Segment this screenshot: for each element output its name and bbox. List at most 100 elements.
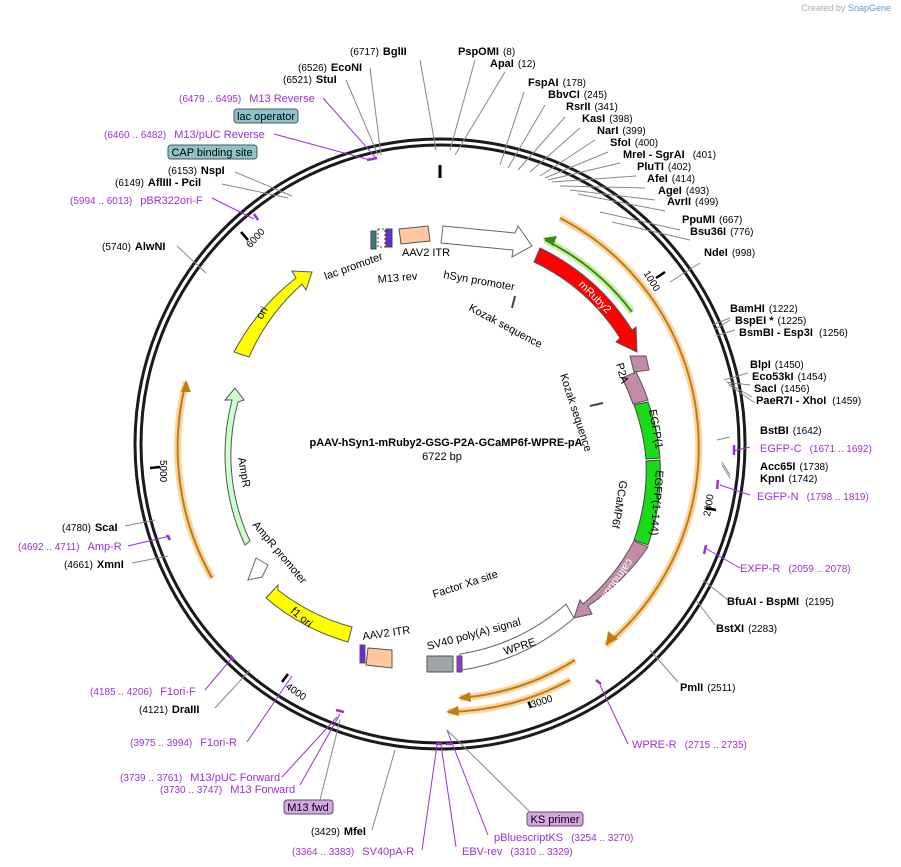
credit-text: Created by: [801, 3, 846, 13]
p2a-box[interactable]: [629, 355, 650, 373]
site-pspomi[interactable]: PspOMI(8): [458, 46, 515, 58]
site-bsmbi[interactable]: BsmBI- Esp3I(1256): [739, 327, 848, 339]
primer-m13-puc-reverse[interactable]: (6460 .. 6482)M13/pUC Reverse: [104, 129, 265, 141]
primer-ebv-rev[interactable]: EBV-rev(3310 .. 3329): [462, 846, 573, 858]
m13-fwd-label-box[interactable]: [283, 799, 334, 815]
site-pluti[interactable]: PluTI(402): [637, 161, 691, 173]
site-bspei[interactable]: BspEI*(1225): [735, 315, 806, 327]
kozak-2-mark: [589, 402, 604, 407]
aav2-itr-3-box[interactable]: [365, 647, 393, 669]
lac-operator-label: lac operator: [237, 111, 295, 123]
primer-marks: [165, 156, 736, 746]
site-xmni[interactable]: (4661)XmnI: [64, 559, 124, 571]
site-saci[interactable]: SacI(1456): [754, 383, 810, 395]
m13-fwd-leader: [319, 719, 341, 801]
site-nari[interactable]: NarI(399): [597, 125, 646, 137]
site-paer7i[interactable]: PaeR7I- XhoI(1459): [756, 395, 861, 407]
primer-exfp-r[interactable]: EXFP-R(2059 .. 2078): [740, 563, 851, 575]
restriction-labels: (6717)BglII PspOMI(8) ApaI(12) FspAI(178…: [62, 46, 861, 838]
lac-promoter-label: lac promoter: [323, 251, 385, 283]
primer-egfp-n[interactable]: EGFP-N(1798 .. 1819): [757, 491, 869, 503]
primer-f1ori-r[interactable]: (3975 .. 3994)F1ori-R: [130, 737, 237, 749]
m13rev-label: M13 rev: [377, 271, 418, 286]
aav2-itr-5-box[interactable]: [398, 225, 431, 245]
plasmid-name: pAAV-hSyn1-mRuby2-GSG-P2A-GCaMP6f-WPRE-p…: [310, 437, 583, 449]
primer-pbluescriptks[interactable]: pBluescriptKS(3254 .. 3270): [494, 832, 633, 844]
ampr-arrow[interactable]: [223, 387, 251, 546]
egfp-1-box[interactable]: [633, 401, 661, 460]
lac-operator-box[interactable]: [233, 108, 299, 124]
primer-sv40pa-r[interactable]: (3364 .. 3383)SV40pA-R: [292, 846, 414, 858]
calmodulin-arrow[interactable]: [573, 540, 649, 619]
backbone-outer-ring: [133, 137, 747, 751]
orf-arc-1: [559, 217, 700, 646]
egfp-2-box[interactable]: [633, 459, 661, 546]
site-pmli[interactable]: PmlI(2511): [680, 682, 735, 694]
cap-site-box[interactable]: [370, 230, 377, 250]
site-bglii[interactable]: (6717)BglII: [350, 46, 407, 58]
tick-marks: [149, 231, 717, 709]
site-eco53ki[interactable]: Eco53kI(1454): [752, 371, 827, 383]
snapgene-credit: Created by SnapGene: [801, 3, 891, 13]
orf-arc-2-head: [458, 692, 471, 702]
ori-label: ori: [254, 305, 271, 322]
mruby2-arrow[interactable]: [533, 247, 638, 353]
primer-f1ori-f[interactable]: (4185 .. 4206)F1ori-F: [90, 686, 196, 698]
site-kasi[interactable]: KasI(398): [582, 113, 633, 125]
site-afliii[interactable]: (6149)AflIII- PciI: [115, 177, 201, 189]
ampr-promoter-arrow[interactable]: [247, 557, 269, 581]
cap-site-label-box[interactable]: [167, 144, 258, 160]
ks-primer-leader: [446, 729, 531, 813]
restriction-leaders: [124, 59, 756, 831]
site-stui[interactable]: (6521)StuI: [283, 74, 337, 86]
primer-m13-forward[interactable]: (3730 .. 3747)M13 Forward: [160, 784, 295, 796]
sv40-primer-box[interactable]: [456, 655, 463, 673]
site-bstbi[interactable]: BstBI(1642): [760, 425, 822, 437]
f1-ori-arrow[interactable]: [265, 583, 353, 643]
site-bbvci[interactable]: BbvCI(245): [548, 89, 607, 101]
site-ndei[interactable]: NdeI(998): [704, 247, 755, 259]
primer-pbr322ori-f[interactable]: (5994 .. 6013)pBR322ori-F: [70, 195, 203, 207]
factor-xa-label: Factor Xa site: [431, 568, 499, 600]
primer-m13-reverse[interactable]: (6479 .. 6495)M13 Reverse: [179, 93, 315, 105]
linker-box[interactable]: [621, 371, 649, 405]
site-agei[interactable]: AgeI(493): [658, 185, 709, 197]
ks-primer-label-box[interactable]: [526, 811, 584, 827]
site-bsu36i[interactable]: Bsu36I(776): [690, 226, 753, 238]
site-econi[interactable]: (6526)EcoNI: [298, 62, 362, 74]
itr-3-label: AAV2 ITR: [362, 624, 411, 643]
primer-wpre-r[interactable]: WPRE-R(2715 .. 2735): [632, 739, 747, 751]
primer-egfp-c[interactable]: EGFP-C(1671 .. 1692): [760, 443, 872, 455]
site-fspai[interactable]: FspAI(178): [528, 77, 586, 89]
m13-rev-box[interactable]: [385, 228, 393, 248]
site-blpi[interactable]: BlpI(1450): [750, 359, 804, 371]
site-draiii[interactable]: (4121)DraIII: [139, 704, 199, 716]
site-scai[interactable]: (4780)ScaI: [62, 522, 118, 534]
site-apai[interactable]: ApaI(12): [490, 58, 536, 70]
site-mfei[interactable]: (3429)MfeI: [311, 826, 366, 838]
sv40-polya-box[interactable]: [426, 655, 454, 673]
site-mrei[interactable]: MreI- SgrAI(401): [623, 149, 716, 161]
ori-arrow[interactable]: [233, 270, 313, 358]
site-afei[interactable]: AfeI(414): [647, 173, 695, 185]
site-bstxi[interactable]: BstXI(2283): [716, 623, 777, 635]
lac-promoter-box[interactable]: [377, 228, 386, 248]
site-nspi[interactable]: (6153)NspI: [168, 165, 225, 177]
primer-m13-puc-forward[interactable]: (3739 .. 3761)M13/pUC Forward: [120, 772, 280, 784]
hsyn-promoter-arrow[interactable]: [440, 224, 533, 258]
site-avrii[interactable]: AvrII(499): [667, 196, 718, 208]
site-bamhi[interactable]: BamHI(1222): [730, 303, 798, 315]
site-alwni[interactable]: (5740)AlwNI: [102, 241, 165, 253]
plasmid-size: 6722 bp: [422, 451, 462, 463]
site-rsrii[interactable]: RsrII(341): [566, 101, 618, 113]
site-sfoi[interactable]: SfoI(400): [610, 137, 658, 149]
site-ppumi[interactable]: PpuMI(667): [682, 214, 742, 226]
site-kpni[interactable]: KpnI(1742): [760, 473, 817, 485]
primer-amp-r[interactable]: (4692 .. 4711)Amp-R: [18, 541, 122, 553]
hsyn-label: hSyn promoter: [442, 269, 515, 293]
site-acc65i[interactable]: Acc65I(1738): [760, 461, 828, 473]
m13-fwd-box[interactable]: [359, 644, 366, 664]
orf-arc-4: [176, 381, 213, 579]
site-bfuai[interactable]: BfuAI- BspMI(2195): [727, 596, 834, 608]
